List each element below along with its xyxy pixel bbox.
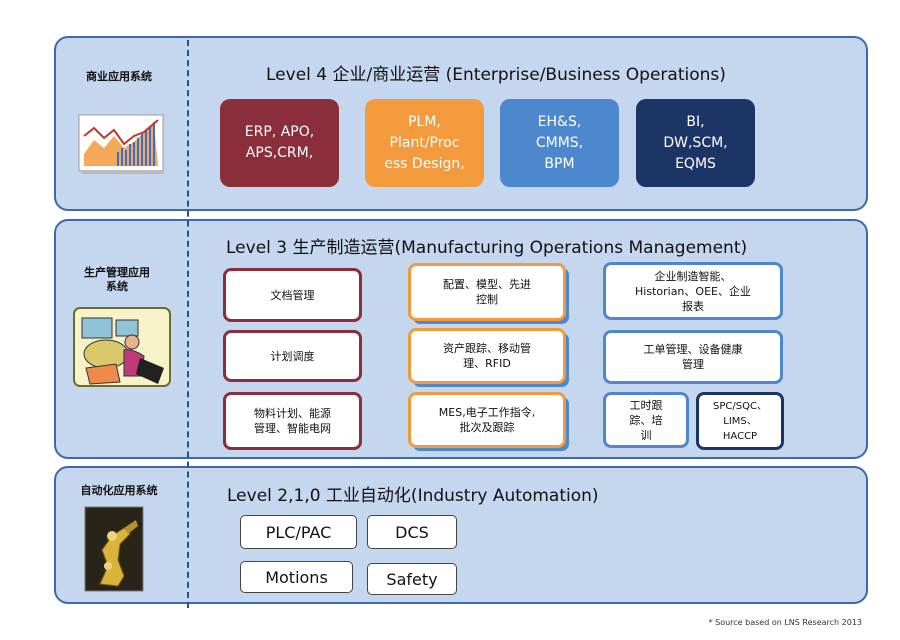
box-line: 踪、培: [629, 413, 663, 427]
box-line: 管理: [682, 358, 704, 371]
level2-panel: [54, 466, 868, 604]
box-line: SPC/SQC、: [713, 400, 767, 412]
box-line: 资产跟踪、移动管: [443, 342, 531, 355]
asset-tracking-box: 资产跟踪、移动管 理、RFID: [408, 328, 566, 384]
labor-training-box: 工时跟 踪、培 训: [603, 392, 689, 448]
manufacturing-intelligence-box: 企业制造智能、 Historian、OEE、企业 报表: [603, 262, 783, 320]
box-line: 管理、智能电网: [254, 422, 331, 435]
box-line: 物料计划、能源: [254, 407, 331, 420]
box-line: EH&S,: [537, 113, 582, 130]
office-worker-clipart: [73, 307, 171, 387]
level4-side-label: 商业应用系统: [86, 70, 152, 83]
box-line: BPM: [544, 155, 575, 172]
level3-title: Level 3 生产制造运营(Manufacturing Operations …: [226, 238, 748, 258]
box-line: DW,SCM,: [663, 134, 728, 151]
bi-box: BI, DW,SCM, EQMS: [636, 99, 755, 187]
box-line: 工单管理、设备健康: [643, 343, 743, 356]
box-line: LIMS、: [723, 415, 757, 427]
box-line: CMMS,: [535, 134, 584, 151]
box-line: 配置、模型、先进: [443, 278, 531, 291]
box-line: 文档管理: [270, 288, 315, 302]
box-line: ERP, APO,: [244, 124, 315, 140]
mes-box: MES,电子工作指令, 批次及跟踪: [408, 392, 566, 448]
planning-scheduling-box: 计划调度: [223, 330, 362, 382]
box-line: PLM,: [408, 113, 441, 130]
side-label-line: 生产管理应用: [84, 266, 150, 279]
box-line: 企业制造智能、: [654, 269, 732, 283]
box-line: Plant/Proc: [389, 134, 460, 151]
box-line: MES,电子工作指令,: [438, 406, 536, 419]
erp-box: ERP, APO, APS,CRM,: [220, 99, 339, 187]
line-chart-icon: [78, 114, 164, 174]
box-line: 计划调度: [270, 349, 315, 363]
level3-side-label: 生产管理应用 系统: [62, 266, 172, 294]
box-line: BI,: [686, 113, 705, 130]
plm-box: PLM, Plant/Proc ess Design,: [365, 99, 484, 187]
box-line: EQMS: [675, 155, 716, 172]
spc-lims-haccp-box: SPC/SQC、 LIMS、 HACCP: [696, 392, 784, 450]
box-line: 控制: [476, 293, 498, 306]
document-management-box: 文档管理: [223, 268, 362, 322]
motions-box: Motions: [240, 561, 353, 593]
level2-title: Level 2,1,0 工业自动化(Industry Automation): [227, 486, 599, 506]
work-order-equipment-box: 工单管理、设备健康 管理: [603, 330, 783, 384]
box-line: 训: [640, 428, 652, 442]
level2-side-label: 自动化应用系统: [80, 484, 158, 497]
config-model-control-box: 配置、模型、先进 控制: [408, 263, 566, 321]
robot-arm-image: [84, 506, 144, 592]
box-line: 工时跟: [629, 398, 663, 412]
side-label-line: 系统: [106, 280, 128, 293]
ehs-box: EH&S, CMMS, BPM: [500, 99, 619, 187]
source-note: * Source based on LNS Research 2013: [708, 618, 862, 627]
material-energy-box: 物料计划、能源 管理、智能电网: [223, 392, 362, 450]
box-line: ess Design,: [384, 155, 465, 172]
plc-pac-box: PLC/PAC: [240, 515, 357, 549]
box-line: 理、RFID: [463, 357, 511, 370]
dashed-divider: [187, 40, 189, 608]
box-line: Historian、OEE、企业: [635, 284, 751, 298]
dcs-box: DCS: [367, 515, 457, 549]
safety-box: Safety: [367, 563, 457, 595]
level4-title: Level 4 企业/商业运营 (Enterprise/Business Ope…: [266, 65, 726, 85]
box-line: 报表: [682, 299, 704, 313]
box-line: HACCP: [722, 430, 758, 442]
box-line: 批次及跟踪: [459, 421, 515, 434]
box-line: APS,CRM,: [245, 145, 314, 161]
